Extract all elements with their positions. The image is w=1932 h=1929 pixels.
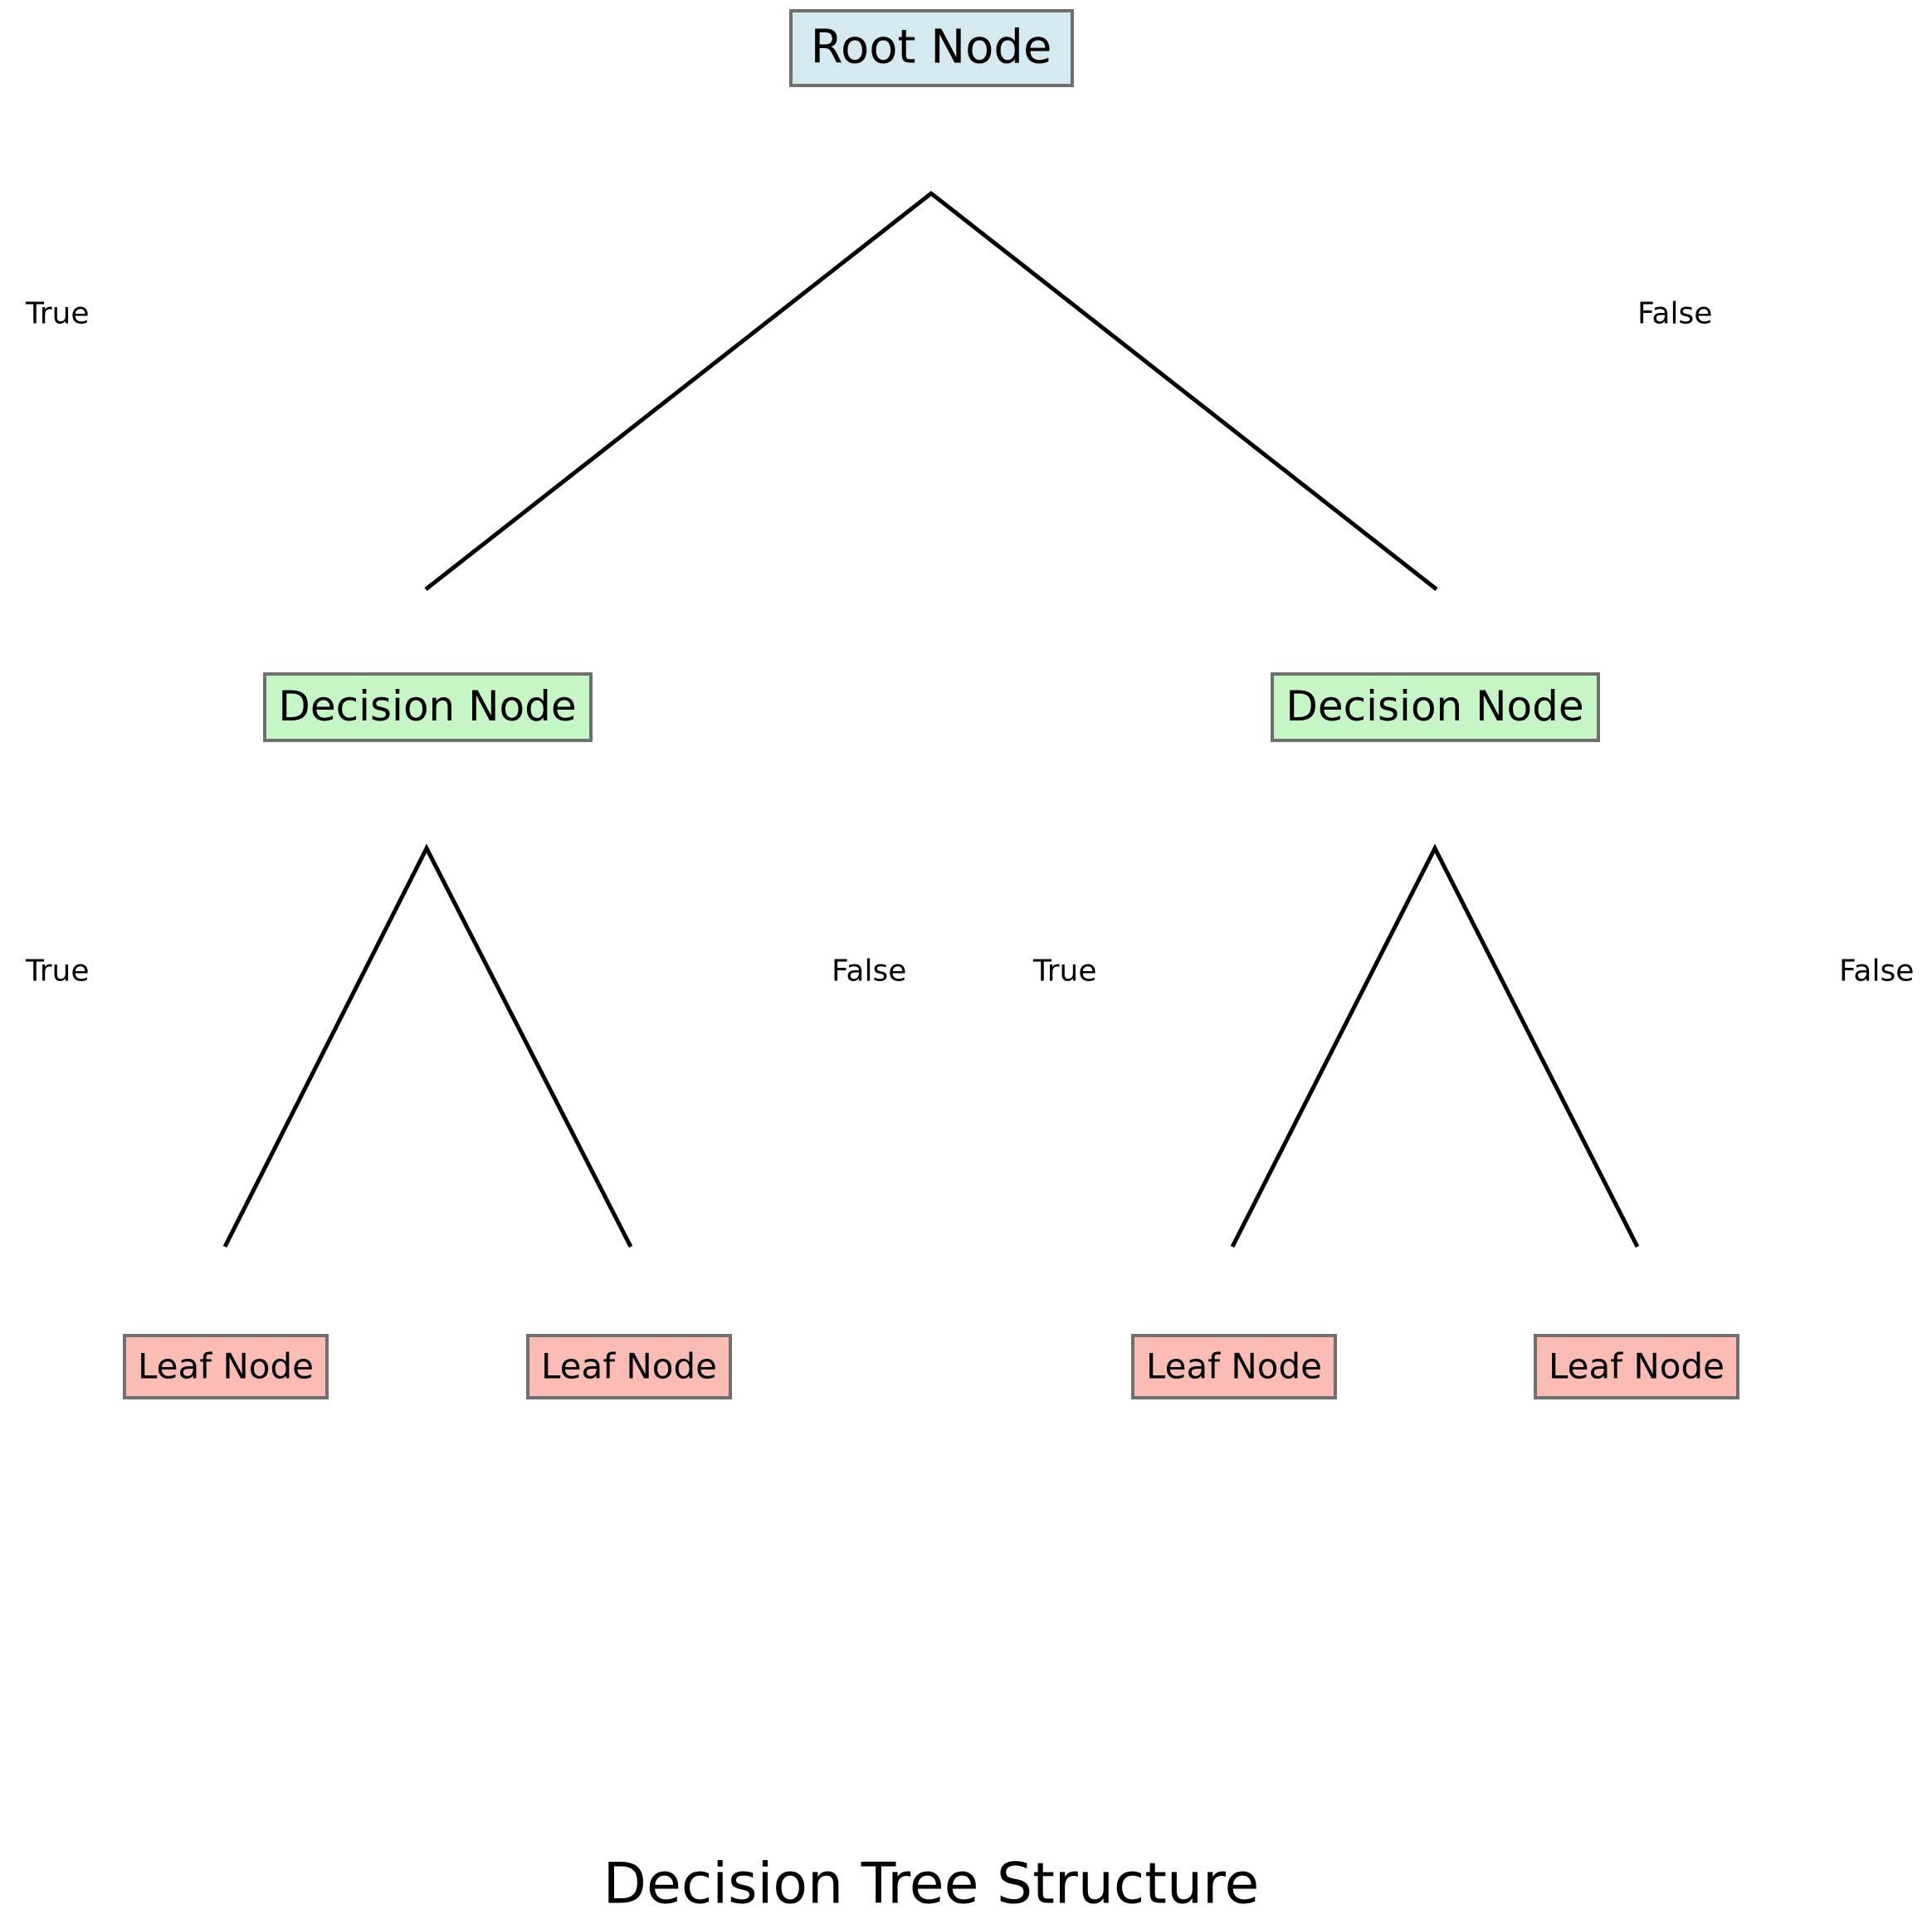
root-node-box [789, 9, 1074, 87]
root-node: Root Node [789, 9, 1074, 87]
root-true-label: True [25, 297, 89, 331]
left-true-label: True [25, 955, 89, 989]
root-branches [424, 190, 1438, 591]
decision-node-box [1271, 672, 1600, 742]
leaf-node-label: Leaf Node [138, 1346, 314, 1387]
leaf-node-label: Leaf Node [1146, 1346, 1322, 1387]
diagram-title: Decision Tree Structure [603, 1852, 1260, 1917]
root-edge [424, 190, 1438, 591]
leaf-node-box [526, 1334, 732, 1399]
leaf-node-box [1131, 1334, 1337, 1399]
right-false-label: False [1839, 955, 1914, 989]
left-decision-branches [222, 843, 633, 1248]
left-decision-edge [222, 843, 633, 1248]
decision-node-label: Decision Node [278, 682, 576, 730]
leaf-node-4: Leaf Node [1534, 1334, 1739, 1399]
right-decision-branches [1230, 843, 1640, 1248]
left-false-label: False [832, 955, 906, 989]
right-decision-edge [1230, 843, 1640, 1248]
leaf-node-2: Leaf Node [526, 1334, 732, 1399]
right-true-label: True [1032, 955, 1096, 989]
decision-node-label: Decision Node [1286, 682, 1583, 730]
leaf-node-box [123, 1334, 329, 1399]
leaf-node-1: Leaf Node [123, 1334, 329, 1399]
leaf-node-box [1534, 1334, 1739, 1399]
decision-node-left: Decision Node [263, 672, 593, 742]
root-false-label: False [1637, 297, 1712, 331]
decision-node-box [263, 672, 593, 742]
decision-node-right: Decision Node [1271, 672, 1600, 742]
root-node-label: Root Node [811, 21, 1052, 75]
leaf-node-label: Leaf Node [1549, 1346, 1725, 1387]
leaf-node-3: Leaf Node [1131, 1334, 1337, 1399]
leaf-node-label: Leaf Node [541, 1346, 717, 1387]
